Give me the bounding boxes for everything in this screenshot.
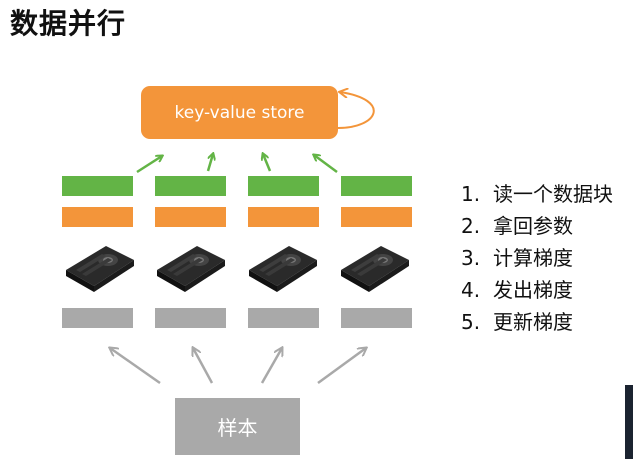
green-arrow-4 [314,155,338,174]
green-arrow-2 [206,154,213,172]
grad-bar-orange-4 [341,207,412,227]
step-item: 5. 更新梯度 [461,306,613,338]
loop-arrow [338,92,375,129]
data-bar-gray-3 [248,308,319,328]
data-bar-gray-2 [155,308,226,328]
grad-bar-orange-2 [155,207,226,227]
graphics-card-icon [157,246,225,292]
kv-store-box: key-value store [141,86,338,139]
param-bar-green-1 [62,176,133,196]
param-bar-green-4 [341,176,412,196]
data-bar-gray-4 [341,308,412,328]
step-number: 3. [461,246,481,270]
slide-edge-decoration [625,385,633,459]
graphics-card-icon [66,246,134,292]
graphics-card-icon [341,246,409,292]
step-text: 拿回参数 [493,214,573,238]
step-number: 1. [461,182,481,206]
kv-store-label: key-value store [174,102,305,123]
step-number: 2. [461,214,481,238]
step-item: 3. 计算梯度 [461,242,613,274]
steps-list: 1. 读一个数据块 2. 拿回参数 3. 计算梯度 4. 发出梯度 5. 更新梯度 [461,178,613,338]
param-bar-green-3 [248,176,319,196]
graphics-card-icon [249,246,317,292]
page-title: 数据并行 [10,7,127,40]
data-bar-gray-1 [62,308,133,328]
gray-arrow-1 [110,348,161,385]
green-arrow-1 [136,156,162,174]
step-item: 1. 读一个数据块 [461,178,613,210]
sample-box: 样本 [175,398,300,455]
gray-arrow-2 [193,348,214,384]
step-number: 5. [461,310,481,334]
step-text: 更新梯度 [493,310,573,334]
grad-bar-orange-1 [62,207,133,227]
gray-arrow-4 [317,348,366,385]
gray-arrow-3 [260,348,282,384]
param-bar-green-2 [155,176,226,196]
step-text: 发出梯度 [493,278,573,302]
step-item: 4. 发出梯度 [461,274,613,306]
green-arrow-3 [263,154,272,172]
step-text: 读一个数据块 [493,182,613,206]
step-number: 4. [461,278,481,302]
step-item: 2. 拿回参数 [461,210,613,242]
sample-label: 样本 [217,416,258,440]
step-text: 计算梯度 [493,246,573,270]
grad-bar-orange-3 [248,207,319,227]
